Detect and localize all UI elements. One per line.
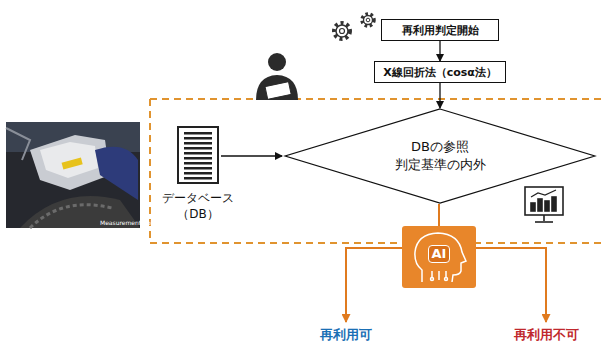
result-text: 再利用不可 — [514, 326, 579, 344]
result-text: 再利用可 — [320, 326, 372, 344]
process-box: X線回折法（cosα法） — [374, 61, 506, 83]
connector — [439, 83, 440, 108]
node-text: X線回折法（cosα法） — [378, 65, 502, 80]
node-text: AI — [428, 245, 451, 263]
photo-caption: Measurement point — [100, 219, 158, 226]
node-text: データベース （DB） — [159, 190, 237, 222]
dashed-region — [150, 99, 601, 243]
chart-icon — [525, 187, 563, 222]
person-icon — [256, 53, 298, 100]
measurement-photo — [6, 122, 140, 228]
connector — [438, 204, 440, 226]
process-box: 再利用判定開始 — [381, 19, 499, 41]
diamond-outline — [282, 108, 598, 204]
ai-box: AI — [402, 226, 476, 288]
connector — [221, 155, 282, 156]
database-icon: データベース （DB） — [158, 126, 238, 222]
result-label: 再利用不可 — [498, 322, 594, 344]
node-text: DBの参照 判定基準の内外 — [380, 138, 500, 173]
gear-icon — [334, 14, 374, 39]
connector — [346, 248, 402, 322]
node-text: 再利用判定開始 — [397, 23, 484, 38]
connector — [439, 41, 440, 61]
connector — [476, 248, 546, 322]
decision-diamond: DBの参照 判定基準の内外 — [282, 108, 598, 204]
database-symbol — [177, 126, 219, 184]
result-label: 再利用可 — [300, 322, 392, 344]
